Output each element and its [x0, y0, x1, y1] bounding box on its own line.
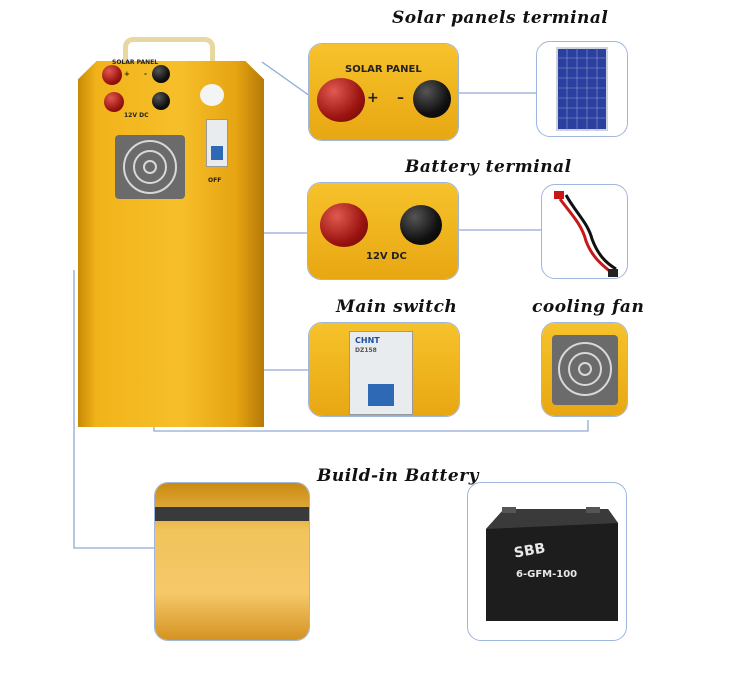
cabinet-off-label: OFF: [208, 177, 221, 184]
breaker-model-label: DZ158: [355, 347, 377, 354]
closeup-battery-negative-knob: [400, 205, 442, 245]
cabinet-solar-positive-knob: [102, 65, 122, 85]
cabinet-main-switch: [206, 119, 228, 167]
battery-closeup: SBB 6-GFM-100: [467, 482, 627, 641]
closeup-minus-label: –: [397, 90, 404, 106]
cooling-fan-closeup: [541, 322, 628, 417]
closeup-fan: [552, 335, 618, 405]
cabinet-solar-negative-knob: [152, 65, 170, 83]
cabinet-body: [78, 61, 264, 427]
cabinet-plus-label: +: [124, 70, 130, 78]
solar-terminal-title: Solar panels terminal: [392, 8, 608, 28]
build-in-battery-title: Build-in Battery: [317, 466, 479, 486]
main-switch-closeup: CHNT DZ158: [308, 322, 460, 417]
cabinet-minus-label: -: [144, 70, 147, 78]
closeup-breaker: CHNT DZ158: [349, 331, 413, 415]
battery-terminal-title: Battery terminal: [405, 157, 572, 177]
solar-panel-closeup: [536, 41, 628, 137]
closeup-solar-positive-knob: [317, 78, 365, 122]
battery-image: [468, 483, 627, 641]
closeup-dc-label: 12V DC: [366, 251, 407, 262]
solar-connector: [262, 62, 310, 96]
solar-panel-image: [537, 42, 628, 137]
solar-terminal-closeup: SOLAR PANEL + –: [308, 43, 459, 141]
battery-cable-image: [542, 185, 628, 279]
closeup-solar-panel-label: SOLAR PANEL: [345, 64, 422, 75]
battery-model-label: 6-GFM-100: [516, 569, 577, 580]
closeup-plus-label: +: [367, 90, 379, 106]
cabinet-dc-label: 12V DC: [124, 112, 148, 119]
breaker-brand-label: CHNT: [355, 336, 380, 345]
cooling-fan-title: cooling fan: [532, 297, 644, 317]
battery-cable-closeup: [541, 184, 628, 279]
breaker-lever: [368, 384, 394, 406]
compartment-strap: [155, 507, 309, 521]
battery-terminal-closeup: 12V DC: [307, 182, 459, 280]
cabinet-cooling-fan: [115, 135, 185, 199]
battery-compartment-closeup: [154, 482, 310, 641]
cabinet-solar-label: SOLAR PANEL: [112, 59, 158, 66]
main-switch-title: Main switch: [336, 297, 457, 317]
closeup-solar-negative-knob: [413, 80, 451, 118]
warning-sticker: [200, 84, 224, 106]
cabinet-battery-negative-knob: [152, 92, 170, 110]
closeup-battery-positive-knob: [320, 203, 368, 247]
solar-generator-cabinet: SOLAR PANEL + - 12V DC OFF: [78, 37, 264, 427]
cabinet-battery-positive-knob: [104, 92, 124, 112]
